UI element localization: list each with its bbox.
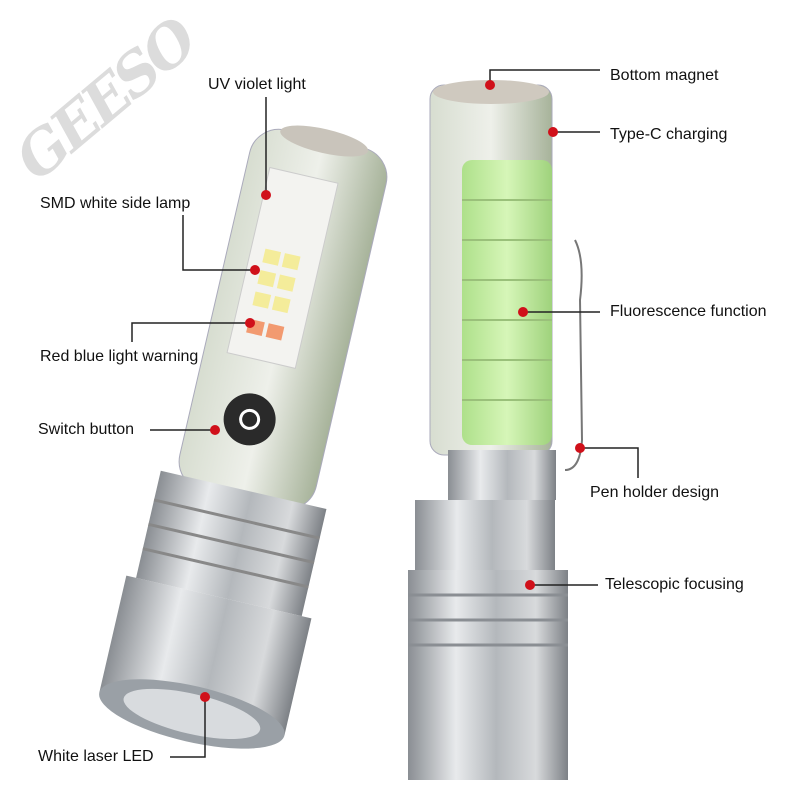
- marker-dots: [200, 80, 585, 702]
- leader-lines: [131, 69, 639, 758]
- label-switch-button: Switch button: [38, 421, 135, 438]
- label-fluorescence-function: Fluorescence function: [610, 303, 767, 320]
- right-flashlight: [408, 80, 584, 780]
- label-pen-holder-design: Pen holder design: [590, 484, 719, 501]
- label-white-laser-led: White laser LED: [38, 748, 154, 765]
- label-bottom-magnet: Bottom magnet: [610, 67, 719, 84]
- label-smd-white-side-lamp: SMD white side lamp: [40, 195, 191, 212]
- label-telescopic-focusing: Telescopic focusing: [605, 576, 744, 593]
- label-uv-violet-light: UV violet light: [208, 76, 306, 93]
- label-red-blue-light-warning: Red blue light warning: [40, 348, 199, 365]
- left-flashlight: [99, 125, 388, 749]
- label-type-c-charging: Type-C charging: [610, 126, 728, 143]
